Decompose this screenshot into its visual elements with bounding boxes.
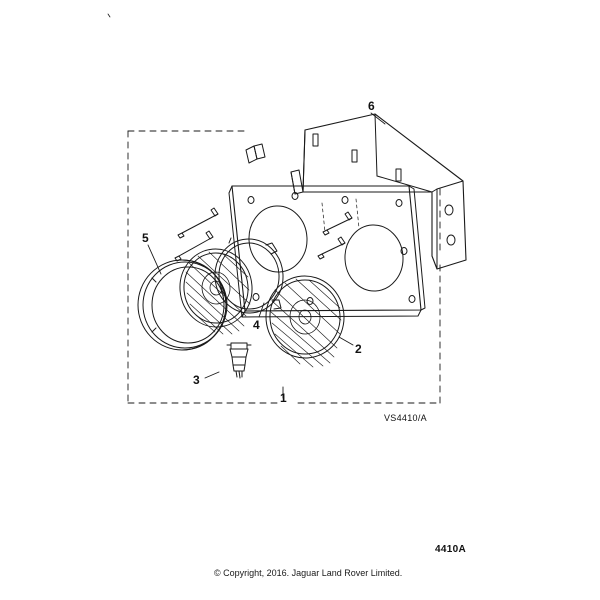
stray-mark	[107, 13, 111, 18]
leader-3	[204, 371, 220, 379]
leader-2	[338, 336, 354, 346]
leader-4	[258, 302, 265, 318]
right-sealed-beam-unit	[265, 275, 345, 368]
callout-3: 3	[193, 373, 200, 387]
callout-6: 6	[368, 99, 375, 113]
headlamp-mounting-panel	[228, 143, 426, 318]
callout-1: 1	[280, 391, 287, 405]
kit-dashed-boundary	[127, 130, 441, 404]
headlamp-bulb	[226, 342, 252, 379]
upper-mounting-bracket	[302, 113, 467, 270]
headlamp-retaining-ring	[214, 237, 284, 314]
drawing-reference: VS4410/A	[384, 413, 427, 423]
headlamp-outer-rim	[137, 259, 228, 351]
leader-5	[147, 244, 162, 275]
part-number: 4410A	[435, 544, 466, 555]
copyright-notice: © Copyright, 2016. Jaguar Land Rover Lim…	[214, 568, 403, 578]
callout-leaders	[147, 112, 386, 399]
leader-6	[370, 112, 386, 125]
adjuster-screws	[174, 198, 360, 262]
callout-4: 4	[253, 318, 260, 332]
callout-2: 2	[355, 342, 362, 356]
callout-5: 5	[142, 231, 149, 245]
left-sealed-beam-unit	[179, 248, 253, 335]
